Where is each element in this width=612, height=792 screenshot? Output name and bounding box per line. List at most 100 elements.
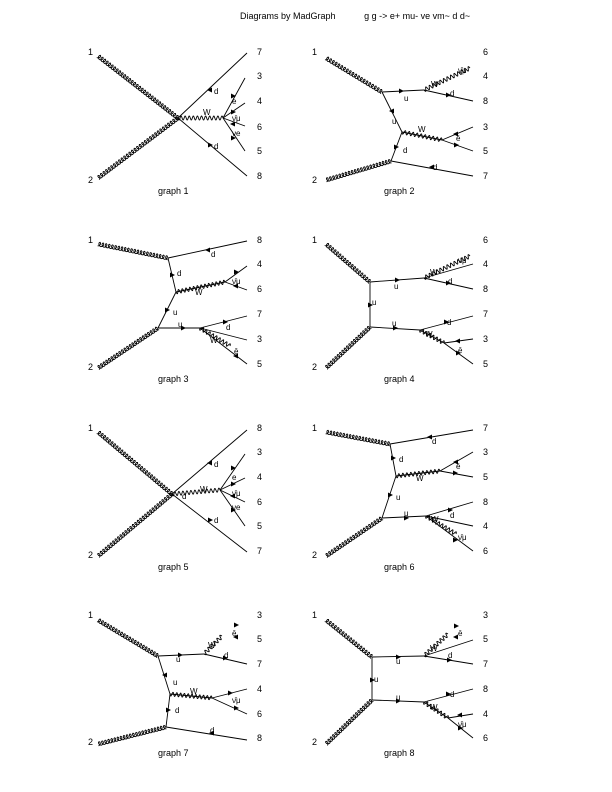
graph-caption: graph 4 — [384, 374, 415, 384]
fermion-line — [439, 470, 474, 478]
particle-label: ν̄μ — [458, 533, 467, 542]
arrow-icon — [230, 121, 235, 127]
gluon-line — [324, 243, 371, 284]
particle-label: d — [448, 277, 452, 286]
particle-label: νe — [232, 129, 241, 138]
arrow-icon — [458, 725, 463, 731]
external-leg-number: 2 — [88, 362, 93, 372]
gluon-line — [96, 618, 159, 658]
arrow-icon — [233, 353, 238, 359]
arrow-icon — [165, 307, 170, 313]
particle-label: W — [430, 703, 438, 712]
w-boson-line — [395, 468, 441, 479]
arrow-icon — [446, 691, 451, 697]
external-leg-number: 2 — [88, 175, 93, 185]
arrow-icon — [394, 144, 399, 150]
arrow-icon — [388, 492, 393, 498]
external-leg-number: 4 — [483, 521, 488, 531]
fermion-line — [165, 726, 248, 741]
arrow-icon — [230, 493, 235, 499]
particle-label: W — [203, 108, 211, 117]
particle-label: e — [232, 473, 237, 482]
process-label: g g -> e+ mu- ve vm~ d d~ — [364, 11, 471, 21]
gluon-line — [325, 326, 372, 370]
w-boson-line — [423, 254, 471, 280]
arrow-icon — [389, 108, 394, 114]
particle-label: d — [432, 437, 436, 446]
particle-label: d — [226, 323, 230, 332]
arrow-icon — [448, 507, 453, 513]
particle-label: u — [176, 655, 180, 664]
particle-label: ē — [458, 346, 463, 355]
particle-label: ē — [458, 629, 463, 638]
w-boson-line — [423, 632, 449, 658]
external-leg-number: 5 — [257, 634, 262, 644]
arrow-icon — [231, 465, 236, 471]
particle-label: W — [431, 80, 439, 89]
particle-label: ē — [232, 629, 237, 638]
arrow-icon — [454, 142, 459, 148]
fermion-line — [177, 117, 248, 177]
arrow-icon — [231, 93, 236, 99]
arrow-icon — [228, 690, 233, 696]
particle-label: d — [214, 87, 218, 96]
external-leg-number: 1 — [88, 47, 93, 57]
particle-label: u — [392, 117, 396, 126]
external-leg-number: 7 — [483, 309, 488, 319]
arrow-icon — [453, 537, 458, 543]
external-leg-number: 4 — [483, 709, 488, 719]
gluon-line — [325, 158, 392, 183]
external-leg-number: 2 — [312, 550, 317, 560]
particle-label: u — [404, 509, 408, 518]
arrow-icon — [223, 655, 228, 661]
arrow-icon — [234, 269, 239, 275]
fermion-line — [389, 443, 397, 477]
arrow-icon — [453, 131, 458, 137]
external-leg-number: 2 — [88, 550, 93, 560]
external-leg-number: 1 — [312, 235, 317, 245]
arrow-icon — [446, 280, 451, 286]
fermion-line — [219, 453, 246, 491]
particle-label: ν̄μ — [232, 696, 241, 705]
w-boson-line — [175, 279, 226, 295]
external-leg-number: 6 — [257, 497, 262, 507]
particle-label: d — [433, 163, 437, 172]
graph-caption: graph 2 — [384, 186, 415, 196]
arrow-icon — [393, 325, 398, 331]
page-header: Diagrams by MadGraph g g -> e+ mu- ve vm… — [240, 11, 470, 21]
arrow-icon — [208, 517, 213, 523]
external-leg-number: 7 — [483, 423, 488, 433]
external-leg-number: 4 — [483, 259, 488, 269]
arrow-icon — [234, 705, 239, 711]
external-leg-number: 3 — [257, 447, 262, 457]
particle-label: u — [173, 678, 177, 687]
external-leg-number: 5 — [257, 146, 262, 156]
arrow-icon — [170, 272, 175, 278]
particle-label: W — [190, 687, 198, 696]
arrow-icon — [446, 92, 451, 98]
arrow-icon — [391, 455, 396, 461]
particle-label: ν̄μ — [232, 114, 241, 123]
external-leg-number: 6 — [257, 284, 262, 294]
particle-label: u — [374, 675, 378, 684]
particle-label: ē — [456, 134, 461, 143]
graph-caption: graph 5 — [158, 562, 189, 572]
particle-label: u — [404, 94, 408, 103]
external-leg-number: 1 — [312, 47, 317, 57]
external-leg-number: 6 — [257, 709, 262, 719]
arrow-icon — [454, 623, 459, 629]
gluon-line — [96, 54, 179, 120]
particle-label: d — [214, 142, 218, 151]
particle-label: ē — [456, 462, 461, 471]
fermion-line — [222, 102, 246, 119]
external-leg-number: 3 — [257, 71, 262, 81]
external-leg-number: 2 — [312, 737, 317, 747]
gluon-line — [96, 431, 173, 496]
external-leg-number: 5 — [257, 359, 262, 369]
fermion-line — [224, 265, 248, 283]
external-leg-number: 2 — [88, 737, 93, 747]
external-leg-number: 5 — [483, 146, 488, 156]
